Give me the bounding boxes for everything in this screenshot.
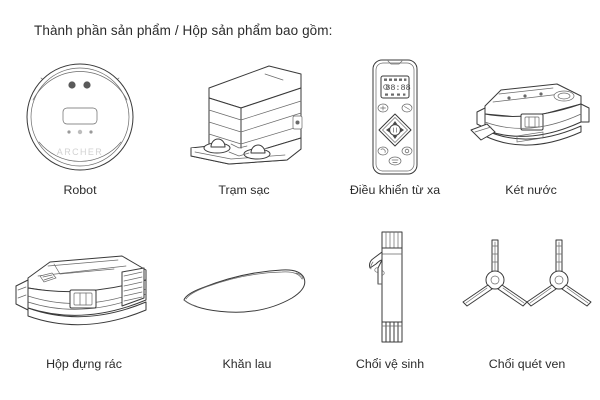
mop-cloth-icon xyxy=(172,226,322,354)
side-brush-icon xyxy=(457,226,597,354)
part-item-charging-dock: Trạm sạc xyxy=(160,52,328,226)
part-item-side-brush: Chổi quét ven xyxy=(454,226,600,400)
part-caption: Robot xyxy=(63,183,97,197)
part-caption: Điều khiển từ xa xyxy=(349,183,441,197)
robot-vacuum-icon: ARCHER xyxy=(15,52,145,180)
part-item-remote-control: 88:88 xyxy=(328,52,462,226)
part-caption: Khăn lau xyxy=(222,357,272,371)
part-item-cleaning-brush: Chổi vệ sinh xyxy=(326,226,454,400)
part-caption: Chổi vệ sinh xyxy=(355,357,425,371)
part-caption: Chổi quét ven xyxy=(488,357,566,371)
part-caption: Trạm sạc xyxy=(218,183,270,197)
product-parts-grid: ARCHER Robot xyxy=(0,52,600,400)
part-item-water-tank: Két nước xyxy=(462,52,600,226)
part-item-dust-bin: Hộp đựng rác xyxy=(0,226,168,400)
robot-brand-label: ARCHER xyxy=(57,147,103,157)
dust-bin-icon xyxy=(4,226,164,354)
product-row: ARCHER Robot xyxy=(0,52,600,226)
page-title: Thành phần sản phẩm / Hộp sản phẩm bao g… xyxy=(34,23,333,38)
remote-lcd-value: 88:88 xyxy=(385,83,411,93)
part-item-robot: ARCHER Robot xyxy=(0,52,160,226)
side-brush-right xyxy=(526,239,592,307)
part-caption: Hộp đựng rác xyxy=(46,357,122,371)
product-row: Hộp đựng rác Khăn lau xyxy=(0,226,600,400)
remote-control-icon: 88:88 xyxy=(345,52,445,180)
part-caption: Két nước xyxy=(505,183,557,197)
charging-dock-icon xyxy=(169,52,319,180)
water-tank-icon xyxy=(465,52,597,180)
side-brush-left xyxy=(462,239,528,307)
part-item-mop-cloth: Khăn lau xyxy=(168,226,326,400)
cleaning-brush-icon xyxy=(340,226,440,354)
